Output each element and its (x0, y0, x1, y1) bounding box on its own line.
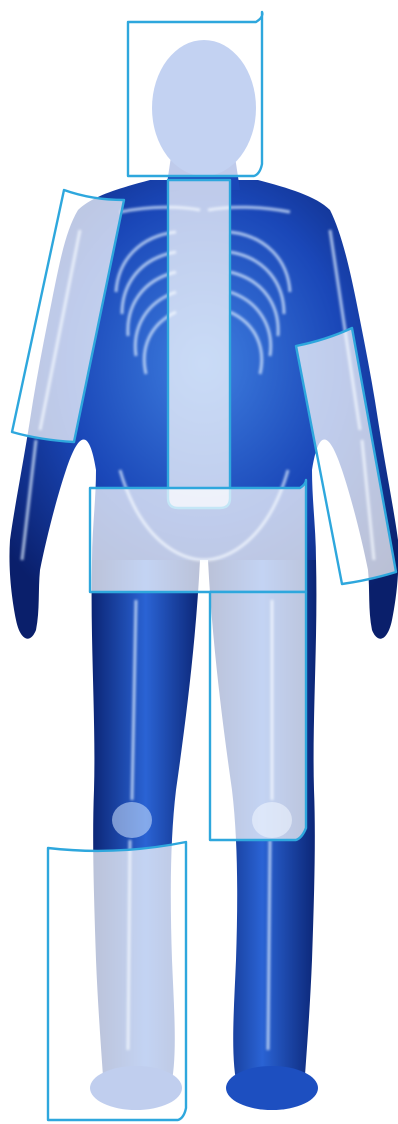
region-spine[interactable] (168, 180, 230, 508)
region-right-lower-leg[interactable] (48, 842, 186, 1120)
region-head[interactable] (128, 12, 262, 176)
region-pelvis[interactable] (90, 480, 306, 592)
region-left-thigh[interactable] (210, 592, 306, 840)
left-foot (226, 1066, 318, 1110)
